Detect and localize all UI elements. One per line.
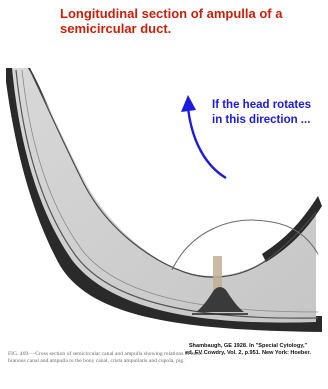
figure-caption: FIG. 469.—Cross section of semicircular … — [8, 351, 322, 365]
rotation-annotation: If the head rotates in this direction ..… — [212, 98, 328, 128]
rotation-annotation-line-1: If the head rotates — [212, 98, 328, 113]
figure-caption-line-2: branous canal and ampulla to the bony ca… — [8, 358, 322, 365]
rotation-annotation-line-2: in this direction ... — [212, 113, 328, 128]
source-credit-line-1: Shambaugh, GE 1928. In "Special Cytology… — [168, 343, 328, 350]
figure-caption-line-1: FIG. 469.—Cross section of semicircular … — [8, 351, 322, 358]
rotation-arrow-head — [181, 95, 196, 112]
